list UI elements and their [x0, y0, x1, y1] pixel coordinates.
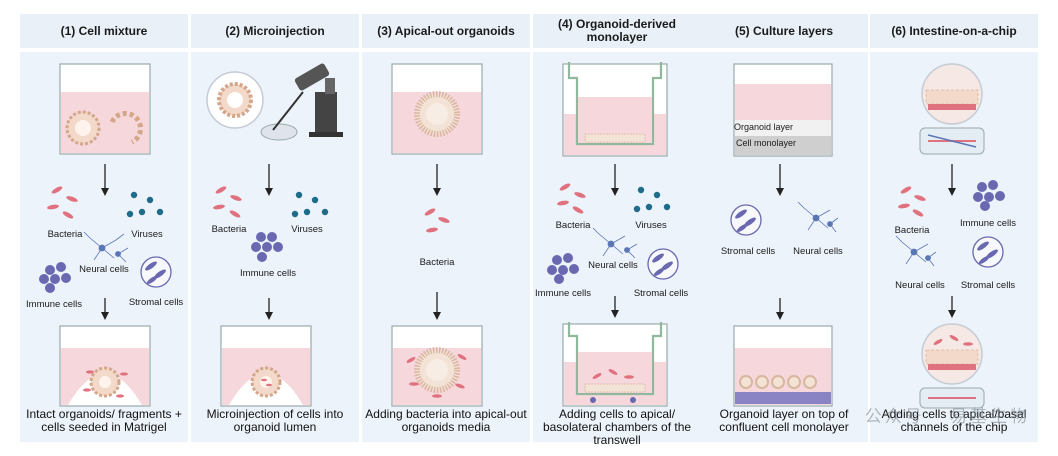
label-bacteria: Bacteria	[47, 229, 83, 240]
down-arrow-icon	[433, 292, 441, 320]
label-stromal-cells: Stromal cells	[960, 280, 1016, 291]
virus-icon	[633, 186, 671, 213]
panel-caption: Organoid layer on top of confluent cell …	[719, 407, 849, 434]
stromal-cells-icon	[647, 248, 679, 280]
label-stromal-cells: Stromal cells	[633, 288, 689, 299]
neural-cells-icon	[83, 231, 129, 263]
down-arrow-icon	[611, 296, 619, 318]
injector-icon	[260, 63, 343, 141]
label-neural-cells: Neural cells	[588, 260, 638, 271]
down-arrow-icon	[948, 164, 956, 196]
down-arrow-icon	[776, 164, 784, 196]
bacteria-icon	[424, 208, 450, 233]
label-immune-cells: Immune cells	[960, 218, 1016, 229]
label-viruses: Viruses	[635, 220, 667, 231]
down-arrow-icon	[611, 164, 619, 196]
panel-intestine-on-chip: (6) Intestine-on-a-chip	[870, 14, 1038, 442]
down-arrow-icon	[101, 298, 109, 320]
panel-body: Organoid layer Cell monolayer Stromal ce…	[700, 52, 868, 442]
cell-mixture-illustration	[39, 63, 172, 407]
panel-body: Bacteria Viruses Immune cells Microinjec…	[191, 52, 359, 442]
panel-title: (4) Organoid-derived monolayer	[533, 14, 701, 48]
immune-cells-icon	[39, 262, 71, 293]
panel-monolayer: (4) Organoid-derived monolayer	[533, 14, 701, 447]
culture-well-icon	[391, 63, 483, 155]
bacteria-icon	[47, 186, 78, 219]
panel-title: (2) Microinjection	[191, 14, 359, 48]
label-immune-cells: Immune cells	[26, 299, 82, 310]
infected-chip-icon	[919, 323, 985, 409]
neural-cells-icon	[592, 227, 638, 259]
monolayer-illustration	[547, 62, 679, 407]
panel-body: Bacteria Adding bacteria into apical-out…	[362, 52, 530, 442]
infected-well-icon	[391, 325, 483, 407]
panel-microinjection: (2) Microinjection	[191, 14, 359, 442]
panel-title: (3) Apical-out organoids	[362, 14, 530, 48]
label-stromal-cells: Stromal cells	[128, 297, 184, 308]
intestine-chip-illustration	[895, 63, 1005, 409]
stromal-cells-icon	[972, 236, 1004, 268]
layered-culture-well-icon	[733, 325, 833, 407]
label-neural-cells: Neural cells	[895, 280, 945, 291]
bacteria-icon	[898, 186, 926, 217]
virus-icon	[126, 191, 164, 218]
panel-body: Bacteria Viruses Neural cells Immune cel…	[533, 52, 701, 447]
label-stromal-cells: Stromal cells	[720, 246, 776, 257]
virus-icon	[291, 191, 329, 218]
down-arrow-icon	[101, 164, 109, 196]
label-viruses: Viruses	[291, 224, 323, 235]
bacteria-icon	[213, 186, 242, 218]
down-arrow-icon	[433, 164, 441, 196]
label-organoid-layer: Organoid layer	[734, 122, 794, 132]
panel-title: (5) Culture layers	[700, 14, 868, 48]
label-neural-cells: Neural cells	[79, 264, 129, 275]
label-cell-monolayer: Cell monolayer	[736, 138, 797, 148]
immune-cells-icon	[973, 180, 1005, 211]
panel-cell-mixture: (1) Cell mixture	[20, 14, 188, 442]
neural-cells-icon	[895, 235, 937, 267]
panel-caption: Intact organoids/ fragments + cells seed…	[26, 407, 182, 434]
bacteria-icon	[557, 183, 586, 214]
stromal-cells-icon	[730, 204, 762, 236]
culture-well-icon	[59, 63, 151, 155]
down-arrow-icon	[776, 298, 784, 320]
label-neural-cells: Neural cells	[793, 246, 843, 257]
panel-caption: Microinjection of cells into organoid lu…	[206, 407, 344, 434]
down-arrow-icon	[265, 298, 273, 320]
down-arrow-icon	[948, 296, 956, 318]
microinjection-illustration	[206, 63, 343, 407]
chip-icon	[919, 63, 985, 155]
label-bacteria: Bacteria	[555, 220, 591, 231]
label-bacteria: Bacteria	[894, 225, 930, 236]
layered-well-icon	[733, 63, 833, 157]
panel-body: Bacteria Viruses Neural cells Immune cel…	[20, 52, 188, 442]
label-viruses: Viruses	[131, 229, 163, 240]
panel-caption: Adding cells to apical/basal channels of…	[881, 407, 1027, 434]
stromal-cells-icon	[140, 256, 172, 288]
matrigel-well-icon	[59, 325, 151, 407]
panel-body: Bacteria Immune cells Neural cells Strom…	[870, 52, 1038, 442]
immune-cells-icon	[547, 253, 579, 284]
neural-cells-icon	[797, 201, 839, 233]
panel-apical-out: (3) Apical-out organoids	[362, 14, 530, 442]
panel-caption: Adding bacteria into apical-out organoid…	[365, 407, 527, 434]
culture-layers-illustration	[730, 63, 839, 407]
label-immune-cells: Immune cells	[240, 268, 296, 279]
organoid-zoom-icon	[206, 71, 264, 129]
panel-caption: Adding cells to apical/ basolateral cham…	[542, 407, 692, 447]
label-bacteria: Bacteria	[419, 257, 455, 268]
immune-cells-icon	[251, 232, 283, 262]
watermark: 公众号 · 易基生物	[864, 407, 1030, 427]
label-bacteria: Bacteria	[211, 224, 247, 235]
panel-title: (6) Intestine-on-a-chip	[870, 14, 1038, 48]
down-arrow-icon	[265, 164, 273, 196]
transwell-icon	[562, 62, 668, 157]
label-immune-cells: Immune cells	[535, 288, 591, 299]
panel-culture-layers: (5) Culture layers	[700, 14, 868, 442]
apical-out-illustration	[391, 63, 483, 407]
panel-title: (1) Cell mixture	[20, 14, 188, 48]
matrigel-well-icon	[220, 325, 312, 407]
infected-transwell-icon	[562, 322, 668, 407]
